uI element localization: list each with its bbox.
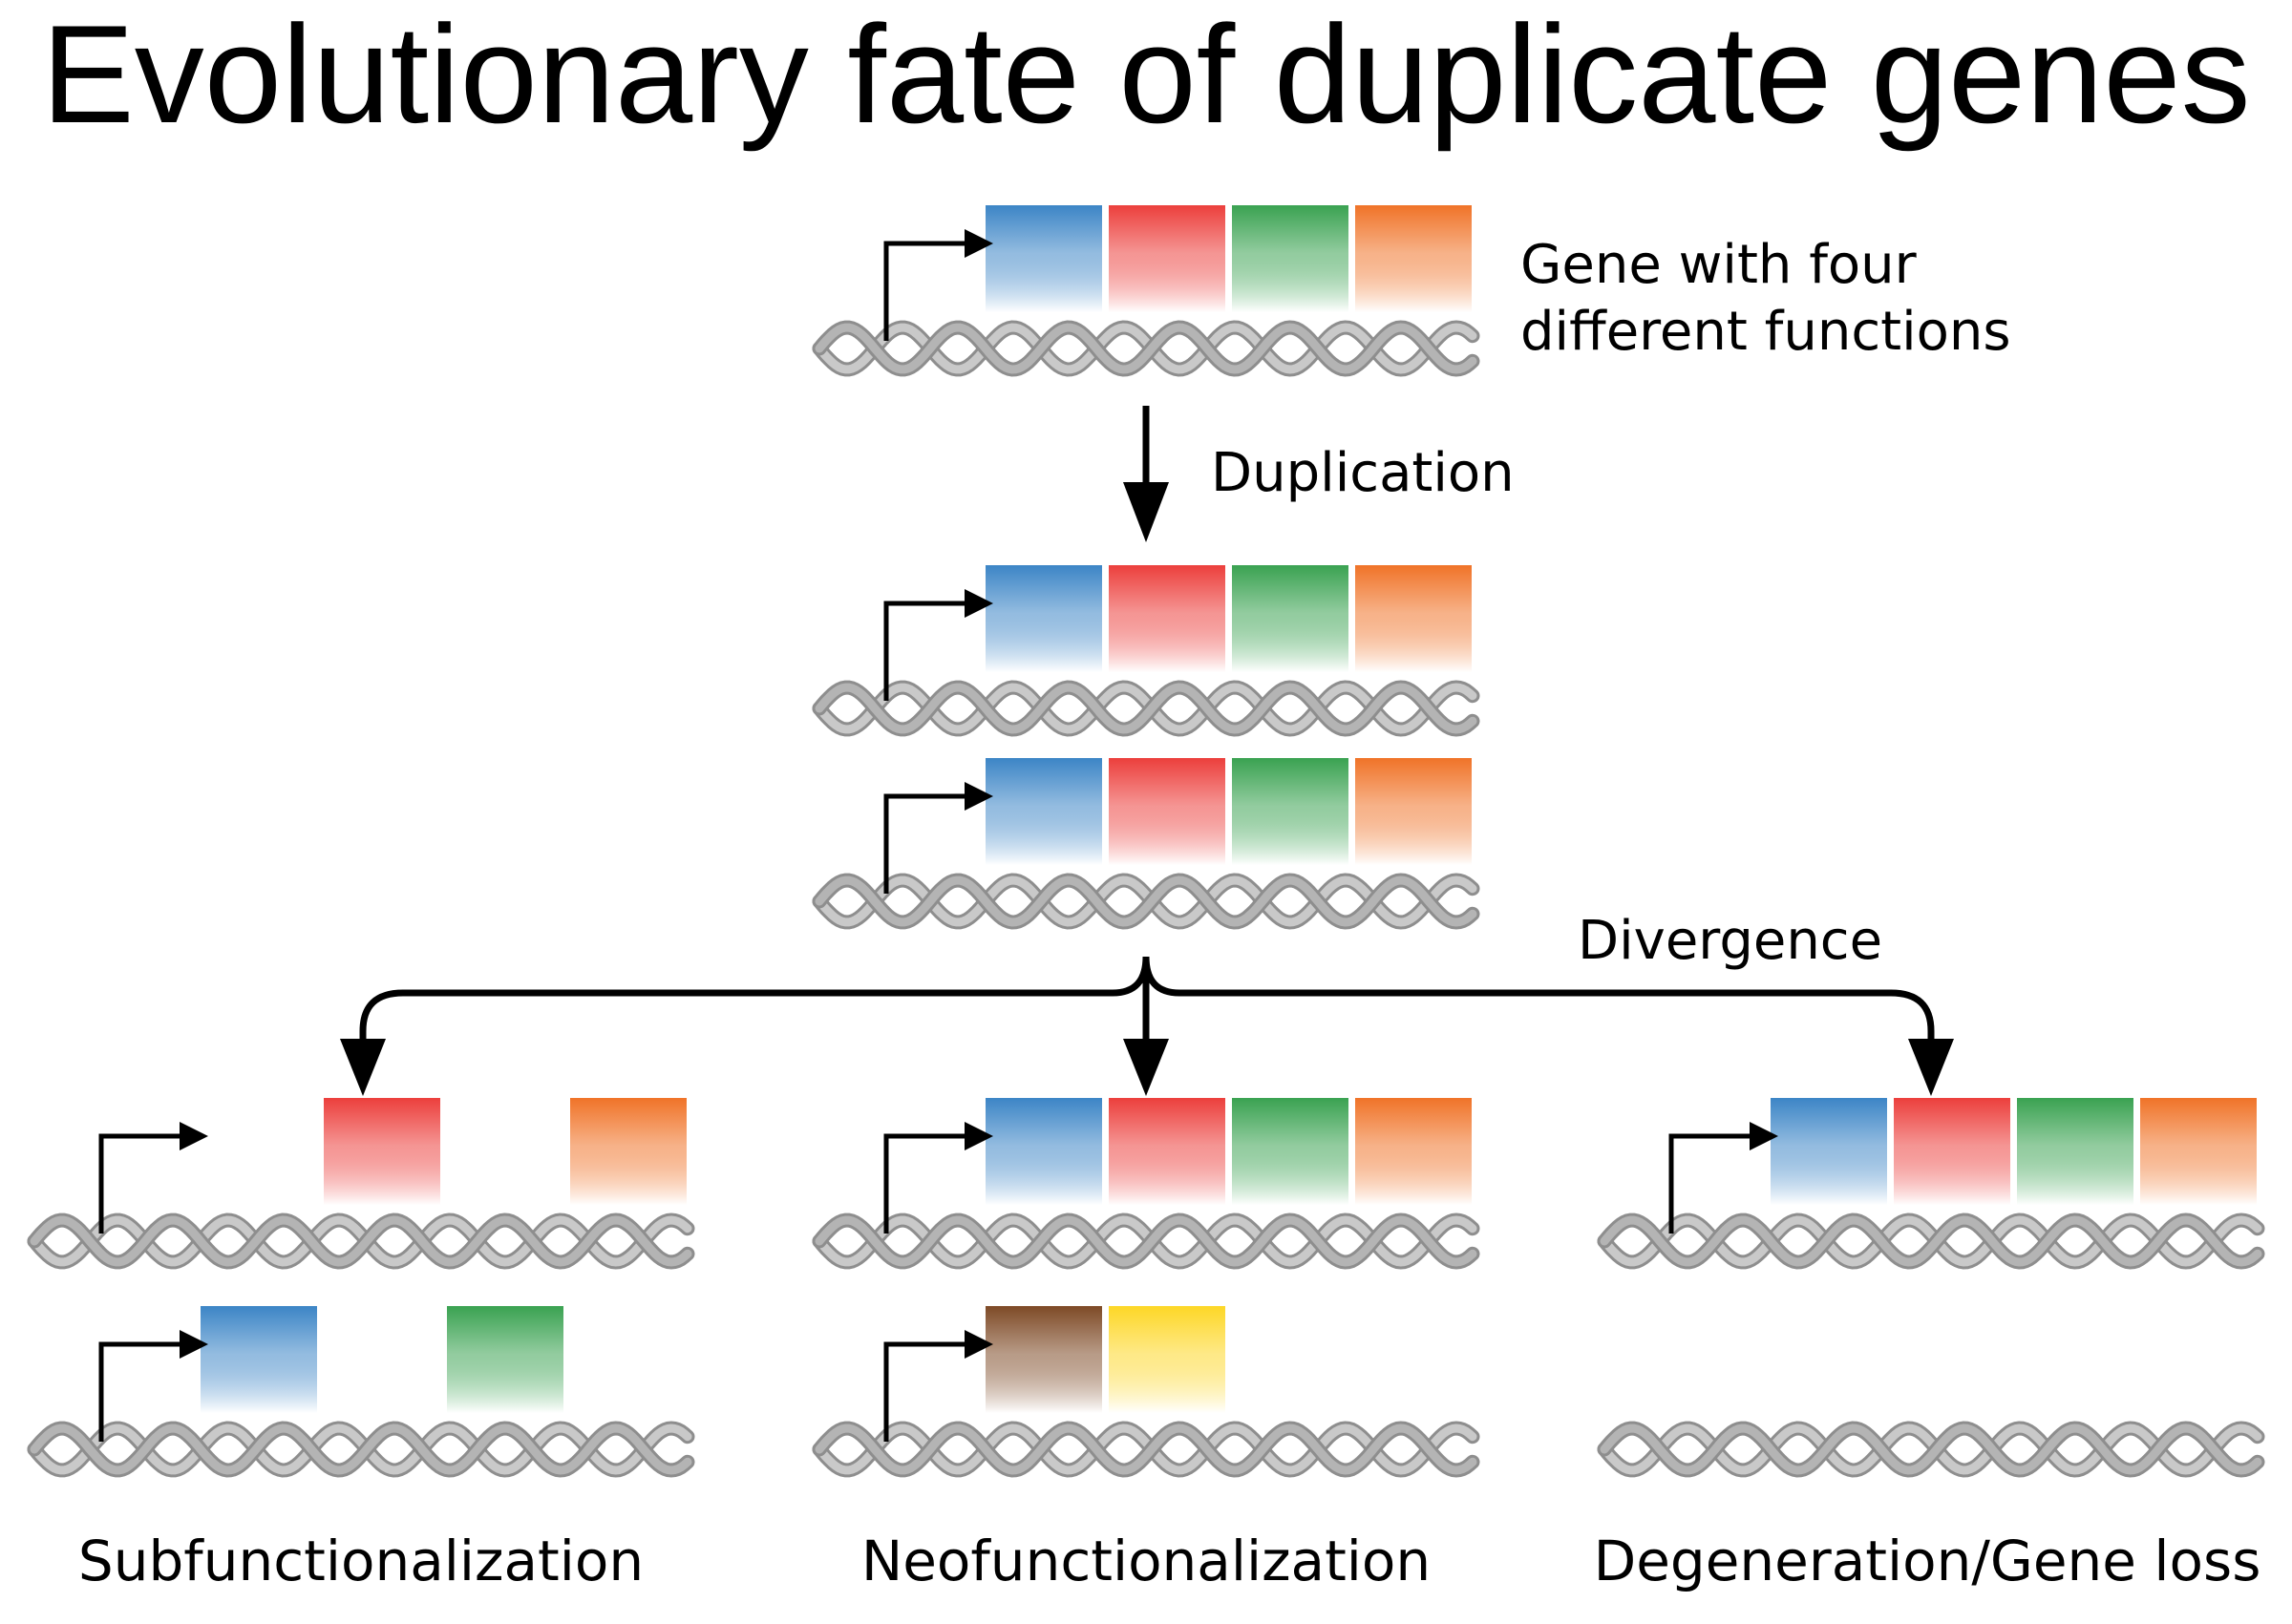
domain-blue <box>1771 1098 1887 1205</box>
domain-orange <box>1355 758 1472 865</box>
divergence-arrowheads <box>340 1039 1954 1096</box>
domain-blue <box>986 205 1102 312</box>
promoter-arrow-icon <box>883 1330 993 1442</box>
gene-duplicate-copy-1 <box>812 565 1480 737</box>
domain-green <box>2017 1098 2133 1205</box>
domain-orange <box>1355 1098 1472 1205</box>
domain-red <box>1109 205 1225 312</box>
neofunctionalization-label: Neofunctionalization <box>861 1529 1431 1593</box>
domain-orange <box>1355 205 1472 312</box>
dna-helix <box>1597 1421 2265 1478</box>
gene-neofunctionalization-copy-2 <box>812 1306 1480 1478</box>
subfunctionalization-label: Subfunctionalization <box>78 1529 644 1593</box>
gene-degeneration-copy-1 <box>1597 1098 2265 1270</box>
domain-green <box>1232 1098 1348 1205</box>
dna-helix <box>812 320 1480 377</box>
dna-helix <box>812 680 1480 737</box>
domain-green <box>1232 565 1348 672</box>
dna-helix <box>1597 1213 2265 1270</box>
domain-blue <box>201 1306 317 1413</box>
dna-helix <box>27 1213 695 1270</box>
domain-orange <box>2140 1098 2257 1205</box>
domain-blue <box>986 1098 1102 1205</box>
domain-orange <box>1355 565 1472 672</box>
degeneration-label: Degeneration/Gene loss <box>1594 1529 2261 1593</box>
genes-layer <box>27 205 2265 1478</box>
promoter-arrow-icon <box>883 229 993 341</box>
domain-yellow <box>1109 1306 1225 1413</box>
diagram-title: Evolutionary fate of duplicate genes <box>41 0 2250 152</box>
promoter-arrow-icon <box>883 782 993 894</box>
original-gene-label-line2: different functions <box>1520 301 2011 363</box>
gene-neofunctionalization-copy-1 <box>812 1098 1480 1270</box>
dna-helix <box>812 873 1480 930</box>
domain-red <box>1894 1098 2010 1205</box>
promoter-arrow-icon <box>1668 1122 1778 1234</box>
gene-original <box>812 205 1480 377</box>
domain-red <box>1109 1098 1225 1205</box>
gene-duplicate-copy-2 <box>812 758 1480 930</box>
domain-red <box>1109 758 1225 865</box>
domain-orange <box>570 1098 687 1205</box>
divergence-arrows <box>359 956 1935 1045</box>
gene-subfunctionalization-copy-2 <box>27 1306 695 1478</box>
original-gene-label-line1: Gene with four <box>1520 234 1918 296</box>
promoter-arrow-icon <box>98 1122 208 1234</box>
domain-green <box>447 1306 563 1413</box>
gene-degeneration-copy-2 <box>1597 1421 2265 1478</box>
dna-helix <box>812 1421 1480 1478</box>
domain-brown <box>986 1306 1102 1413</box>
domain-red <box>1109 565 1225 672</box>
promoter-arrow-icon <box>883 1122 993 1234</box>
domain-blue <box>986 565 1102 672</box>
domain-green <box>1232 758 1348 865</box>
promoter-arrow-icon <box>883 589 993 701</box>
promoter-arrow-icon <box>98 1330 208 1442</box>
divergence-label: Divergence <box>1578 910 1882 972</box>
dna-helix <box>812 1213 1480 1270</box>
domain-red <box>324 1098 440 1205</box>
domain-green <box>1232 205 1348 312</box>
domain-blue <box>986 758 1102 865</box>
duplication-label: Duplication <box>1211 442 1515 504</box>
gene-subfunctionalization-copy-1 <box>27 1098 695 1270</box>
duplication-arrow <box>1123 406 1169 542</box>
dna-helix <box>27 1421 695 1478</box>
